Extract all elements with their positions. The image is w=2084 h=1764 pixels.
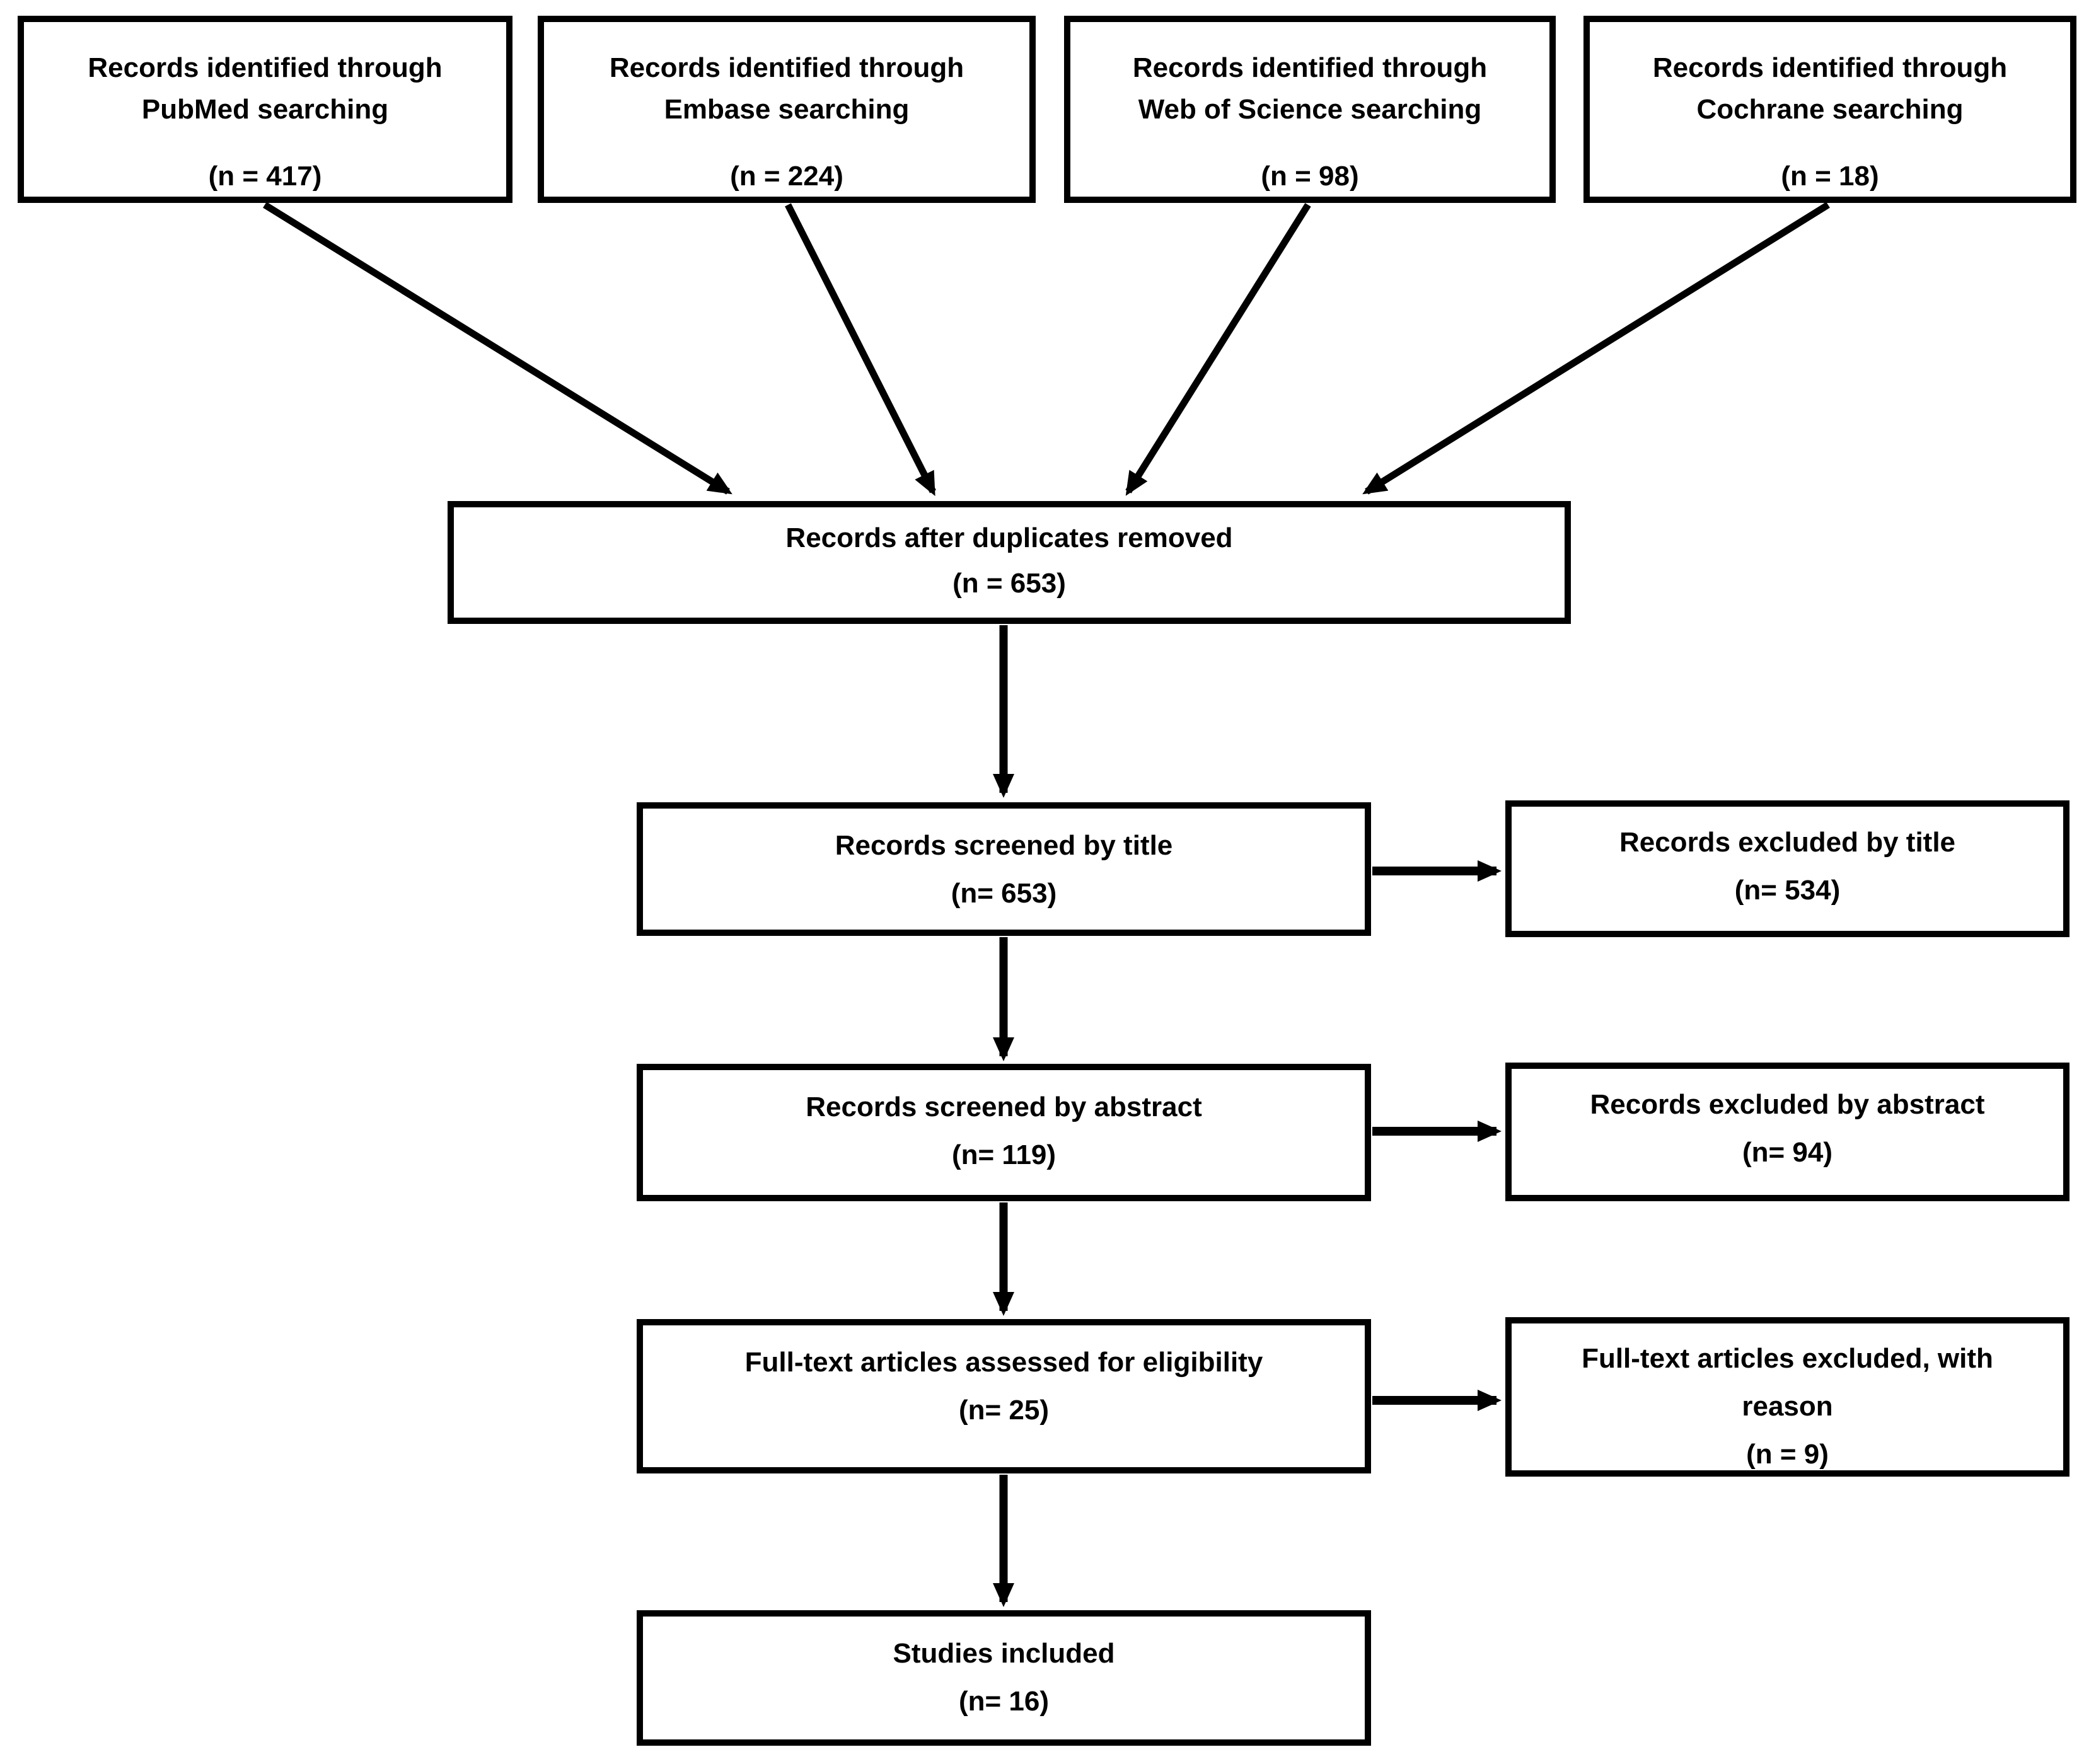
node-duplicates-removed-label-line1: Records after duplicates removed [785,522,1233,553]
node-fulltext-assessed-label: Full-text articles assessed for eligibil… [643,1342,1365,1383]
node-embase-label-line1: Records identified through [609,52,964,83]
node-screened-by-abstract-label: Records screened by abstract [643,1087,1365,1128]
node-screened-by-title-label-line1: Records screened by title [835,830,1173,861]
node-pubmed-count: (n = 417) [208,161,322,192]
node-cochrane-label-line1: Records identified through [1652,52,2008,83]
node-cochrane-count: (n = 18) [1781,161,1879,192]
node-cochrane-label-line2: Cochrane searching [1696,94,1964,125]
node-embase-count: (n = 224) [730,161,843,192]
node-excluded-by-abstract-label: Records excluded by abstract [1512,1084,2063,1126]
node-embase-label: Records identified through Embase search… [544,47,1029,130]
node-studies-included-label-line1: Studies included [893,1638,1115,1669]
arrow-pubmed-to-duplicates [263,202,732,495]
node-pubmed-label-line1: Records identified through [88,52,443,83]
node-web-of-science-count: (n = 98) [1261,161,1359,192]
node-excluded-by-abstract: Records excluded by abstract (n= 94) [1505,1063,2070,1201]
node-excluded-by-abstract-label-line1: Records excluded by abstract [1590,1089,1985,1120]
node-screened-by-title: Records screened by title (n= 653) [637,802,1371,936]
node-pubmed-label-line2: PubMed searching [141,94,389,125]
node-screened-by-abstract-label-line1: Records screened by abstract [806,1092,1202,1122]
node-fulltext-excluded: Full-text articles excluded, with reason… [1505,1317,2070,1477]
arrow-cochrane-to-duplicates [1362,202,1830,495]
node-duplicates-removed: Records after duplicates removed (n = 65… [448,501,1571,624]
node-fulltext-assessed-label-line1: Full-text articles assessed for eligibil… [744,1347,1263,1378]
node-screened-by-abstract-count: (n= 119) [951,1139,1056,1170]
node-web-of-science-label: Records identified through Web of Scienc… [1070,47,1549,130]
node-pubmed: Records identified through PubMed search… [18,16,512,203]
node-fulltext-excluded-label: Full-text articles excluded, with reason [1512,1335,2063,1431]
node-screened-by-abstract: Records screened by abstract (n= 119) [637,1064,1371,1201]
node-excluded-by-title-count: (n= 534) [1734,875,1841,906]
node-duplicates-removed-label: Records after duplicates removed [454,517,1565,559]
node-fulltext-assessed: Full-text articles assessed for eligibil… [637,1319,1371,1473]
node-fulltext-assessed-count: (n= 25) [958,1395,1050,1426]
node-excluded-by-title-label-line1: Records excluded by title [1619,827,1956,858]
node-duplicates-removed-count: (n = 653) [952,568,1066,599]
node-studies-included-label: Studies included [643,1633,1365,1675]
arrow-web-of-science-to-duplicates [1125,203,1311,496]
node-pubmed-label: Records identified through PubMed search… [24,47,506,130]
node-web-of-science-label-line2: Web of Science searching [1138,94,1482,125]
node-fulltext-excluded-label-line2: reason [1742,1391,1833,1422]
node-screened-by-title-count: (n= 653) [951,878,1057,909]
node-cochrane-label: Records identified through Cochrane sear… [1590,47,2070,130]
arrow-embase-to-duplicates [785,203,936,497]
node-excluded-by-title-label: Records excluded by title [1512,822,2063,863]
node-fulltext-excluded-label-line1: Full-text articles excluded, with [1582,1343,1993,1374]
node-screened-by-title-label: Records screened by title [643,825,1365,867]
node-studies-included: Studies included (n= 16) [637,1610,1371,1746]
node-excluded-by-abstract-count: (n= 94) [1742,1137,1833,1168]
node-studies-included-count: (n= 16) [958,1686,1050,1717]
node-excluded-by-title: Records excluded by title (n= 534) [1505,800,2070,937]
node-cochrane: Records identified through Cochrane sear… [1583,16,2076,203]
node-embase: Records identified through Embase search… [538,16,1036,203]
node-fulltext-excluded-count: (n = 9) [1746,1439,1829,1470]
node-web-of-science-label-line1: Records identified through [1132,52,1488,83]
node-embase-label-line2: Embase searching [664,94,910,125]
node-web-of-science: Records identified through Web of Scienc… [1064,16,1556,203]
